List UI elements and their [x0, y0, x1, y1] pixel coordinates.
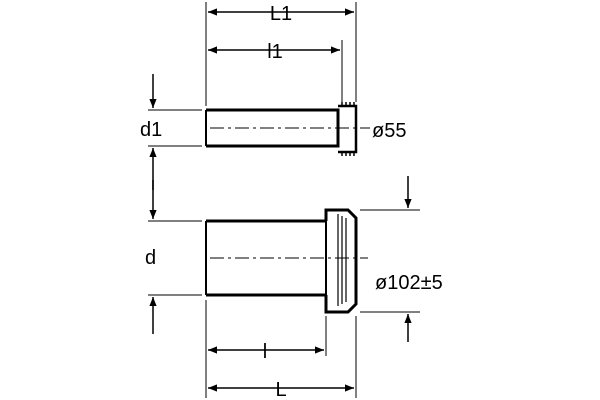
- large-pipe-body: [206, 219, 326, 297]
- label-L1: L1: [270, 3, 292, 25]
- label-d: d: [145, 247, 156, 269]
- label-l1: l1: [267, 41, 283, 63]
- label-L: L: [275, 379, 286, 400]
- label-dia102: ø102±5: [375, 272, 443, 294]
- dimension-lines: [149, 8, 412, 392]
- extension-lines: [148, 2, 420, 398]
- small-pipe-seal: [338, 104, 358, 154]
- label-dia55: ø55: [372, 120, 406, 142]
- label-d1: d1: [140, 119, 162, 141]
- large-pipe: [205, 208, 368, 314]
- large-pipe-socket: [324, 208, 358, 314]
- label-l: l: [263, 341, 267, 363]
- small-pipe-ribs: [341, 102, 355, 156]
- large-pipe-seal-lines: [337, 214, 347, 306]
- small-pipe: [205, 102, 370, 156]
